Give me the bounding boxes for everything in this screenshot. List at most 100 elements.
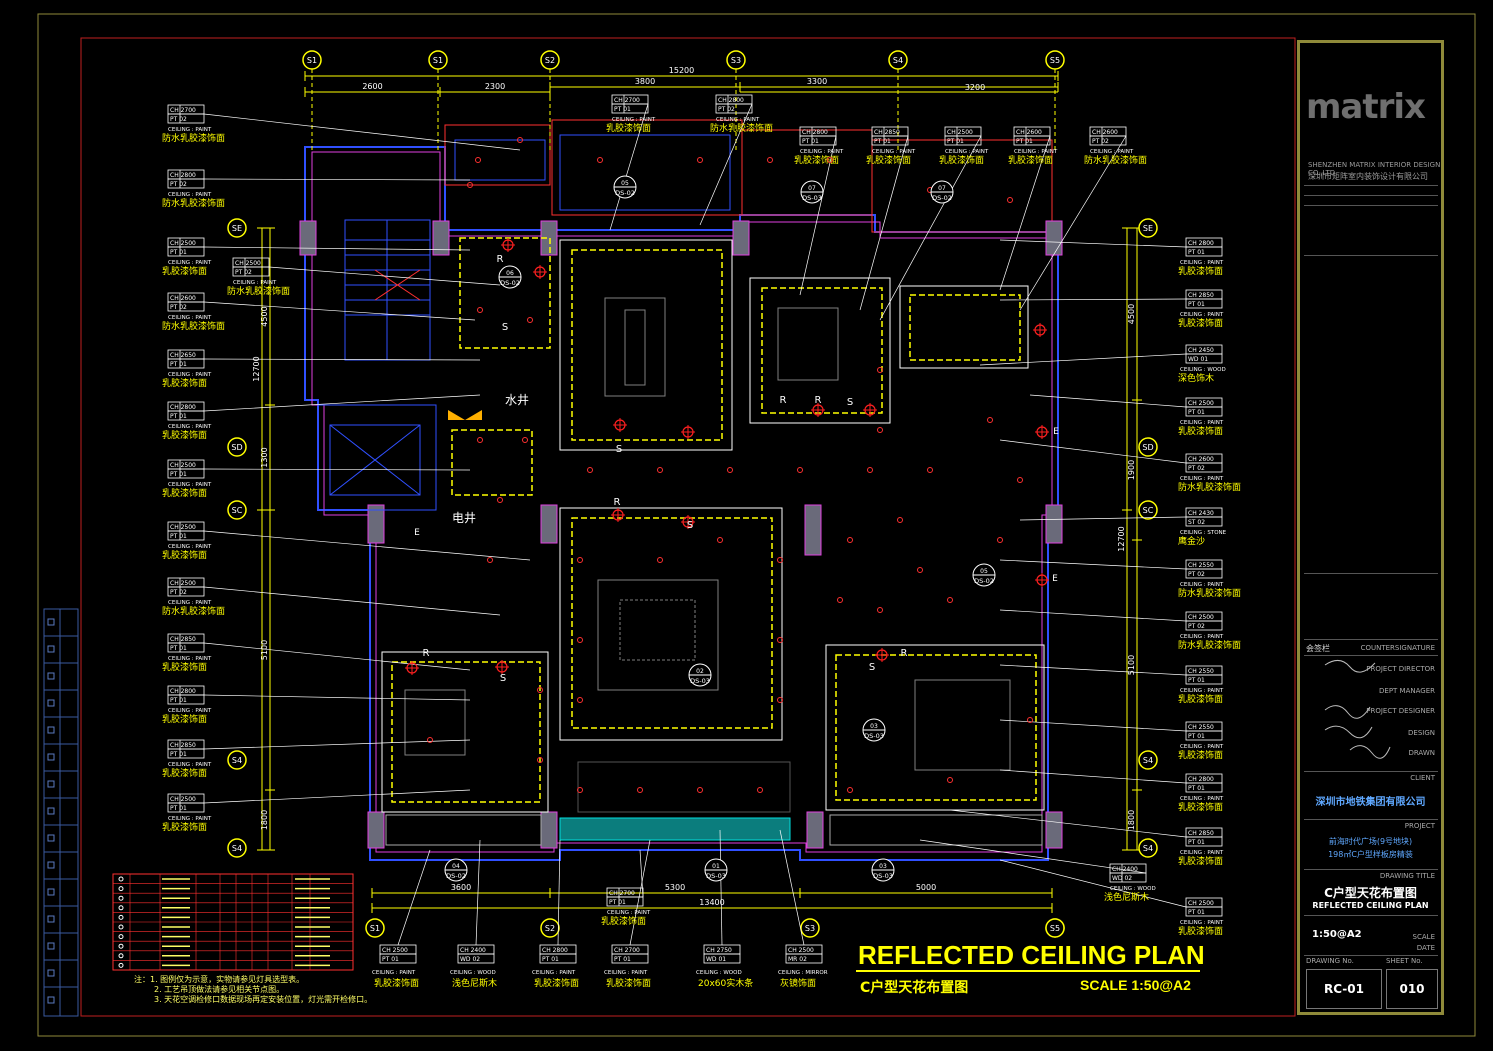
grid-bubble-left-label: SC bbox=[232, 506, 243, 515]
tag-desc: 乳胶漆饰面 bbox=[162, 487, 207, 499]
tag-type: CEILING : PAINT bbox=[168, 482, 212, 488]
downlight-icon bbox=[827, 157, 833, 163]
tag-desc: 乳胶漆饰面 bbox=[162, 377, 207, 389]
grid-bubble-right bbox=[1138, 838, 1158, 858]
tag-box-code bbox=[871, 135, 909, 146]
tag-code: PT 02 bbox=[170, 116, 187, 123]
downlight-icon bbox=[517, 137, 523, 143]
tag-box-code bbox=[1185, 246, 1223, 257]
tag-code: PT 02 bbox=[1188, 465, 1205, 472]
drawing-title-label: DRAWING TITLE bbox=[1379, 872, 1435, 880]
dim-label: 12700 bbox=[1117, 526, 1126, 551]
leader-line bbox=[999, 559, 1187, 570]
title-underline bbox=[856, 970, 1200, 972]
leader-line bbox=[203, 246, 471, 251]
divider bbox=[1304, 205, 1438, 206]
fixture-r-label: R bbox=[780, 395, 787, 406]
tag-code: PT 01 bbox=[170, 533, 187, 540]
sheet-border bbox=[37, 13, 1476, 1037]
tag-type: CEILING : PAINT bbox=[1180, 260, 1224, 266]
section-code: DS-02 bbox=[974, 577, 994, 585]
drawing-title-cn: C户型天花布置图 bbox=[860, 980, 969, 996]
leader-line bbox=[999, 609, 1187, 622]
leader-line bbox=[203, 739, 471, 750]
tag-box-code bbox=[167, 178, 205, 189]
tag-ch: CH 2500 bbox=[947, 129, 973, 136]
leader-line bbox=[639, 849, 644, 898]
grid-bubble-right-label: S4 bbox=[1143, 756, 1153, 765]
tag-box-code bbox=[611, 953, 649, 964]
tag-desc: 乳胶漆饰面 bbox=[162, 767, 207, 779]
dim-label: 5100 bbox=[1127, 655, 1136, 675]
tag-code: PT 01 bbox=[1188, 785, 1205, 792]
tag-ch: CH 2550 bbox=[1188, 562, 1214, 569]
tag-box-code bbox=[606, 896, 644, 907]
title-block-title-en: REFLECTED CEILING PLAN bbox=[1312, 901, 1429, 910]
tag-ch: CH 2600 bbox=[170, 295, 196, 302]
tag-box-code bbox=[167, 468, 205, 479]
leader-lines bbox=[203, 103, 1187, 946]
tag-ch: CH 2700 bbox=[614, 947, 640, 954]
downlight-icon bbox=[537, 757, 543, 763]
tag-box-code bbox=[1013, 135, 1051, 146]
tag-box-code bbox=[1185, 674, 1223, 685]
fixture-s-label: S bbox=[616, 444, 622, 455]
valve-icon bbox=[448, 410, 482, 420]
tag-ch: CH 2450 bbox=[1188, 347, 1214, 354]
divider bbox=[1304, 869, 1438, 870]
tag-type: CEILING : PAINT bbox=[168, 372, 212, 378]
tag-type: CEILING : PAINT bbox=[168, 192, 212, 198]
role-project-designer: PROJECT DESIGNER bbox=[1366, 707, 1435, 715]
grid-bubble-left bbox=[227, 437, 247, 457]
section-code: DS-02 bbox=[932, 194, 952, 202]
material-tags: CH 2700 PT 02 CEILING : PAINT 防水乳胶漆饰面 CH 280… bbox=[162, 94, 1241, 989]
tag-code: WD 02 bbox=[460, 956, 480, 963]
fixture-s-label: S bbox=[687, 520, 693, 531]
strip-mark bbox=[47, 699, 55, 707]
tag-type: CEILING : PAINT bbox=[1180, 744, 1224, 750]
tag-type: CEILING : PAINT bbox=[1180, 850, 1224, 856]
tag-type: CEILING : WOOD bbox=[1180, 367, 1226, 373]
tag-type: CEILING : PAINT bbox=[1180, 420, 1224, 426]
general-notes: 注：1. 图例仅为示意，实物请参见灯具选型表。 2. 工艺吊顶做法请参见相关节点… bbox=[134, 975, 372, 1005]
dim-label: 5000 bbox=[916, 883, 936, 892]
grid-bubble-bottom-label: S3 bbox=[805, 924, 815, 933]
tag-code: PT 01 bbox=[614, 106, 631, 113]
tag-desc: 乳胶漆饰面 bbox=[162, 661, 207, 673]
tag-box-code bbox=[167, 410, 205, 421]
legend-symbol-icon bbox=[118, 924, 124, 930]
downlight-icon bbox=[777, 557, 783, 563]
dim-label: 12700 bbox=[252, 356, 261, 381]
tag-box-code bbox=[1185, 516, 1223, 527]
tag-ch: CH 2500 bbox=[235, 260, 261, 267]
legend-symbol-icon bbox=[118, 905, 124, 911]
divider bbox=[1304, 655, 1438, 656]
tag-code: PT 01 bbox=[382, 956, 399, 963]
downlight-icon bbox=[837, 597, 843, 603]
tag-type: CEILING : PAINT bbox=[168, 656, 212, 662]
downlight-icon bbox=[797, 467, 803, 473]
tag-desc: 乳胶漆饰面 bbox=[162, 821, 207, 833]
grid-bubble-bottom bbox=[365, 918, 385, 938]
tag-code: WD 01 bbox=[706, 956, 726, 963]
tag-type: CEILING : PAINT bbox=[372, 970, 416, 976]
tag-box-code bbox=[167, 748, 205, 759]
strip-mark bbox=[47, 807, 55, 815]
fixture-r-label: R bbox=[614, 497, 621, 508]
dim-label: 3800 bbox=[635, 77, 655, 86]
tag-code: PT 01 bbox=[170, 805, 187, 812]
downlight-icon bbox=[477, 307, 483, 313]
tag-code: ST 02 bbox=[1188, 519, 1205, 526]
tag-ch: CH 2550 bbox=[1188, 724, 1214, 731]
grid-bubble-bottom bbox=[800, 918, 820, 938]
fixture-s-label: S bbox=[847, 397, 853, 408]
tag-ch: CH 2800 bbox=[1188, 776, 1214, 783]
leader-line bbox=[1019, 135, 1127, 311]
tag-desc: 防水乳胶漆饰面 bbox=[162, 320, 225, 332]
divider bbox=[1304, 819, 1438, 820]
grid-bubble-top-label: S3 bbox=[731, 56, 741, 65]
tag-code: PT 01 bbox=[170, 645, 187, 652]
